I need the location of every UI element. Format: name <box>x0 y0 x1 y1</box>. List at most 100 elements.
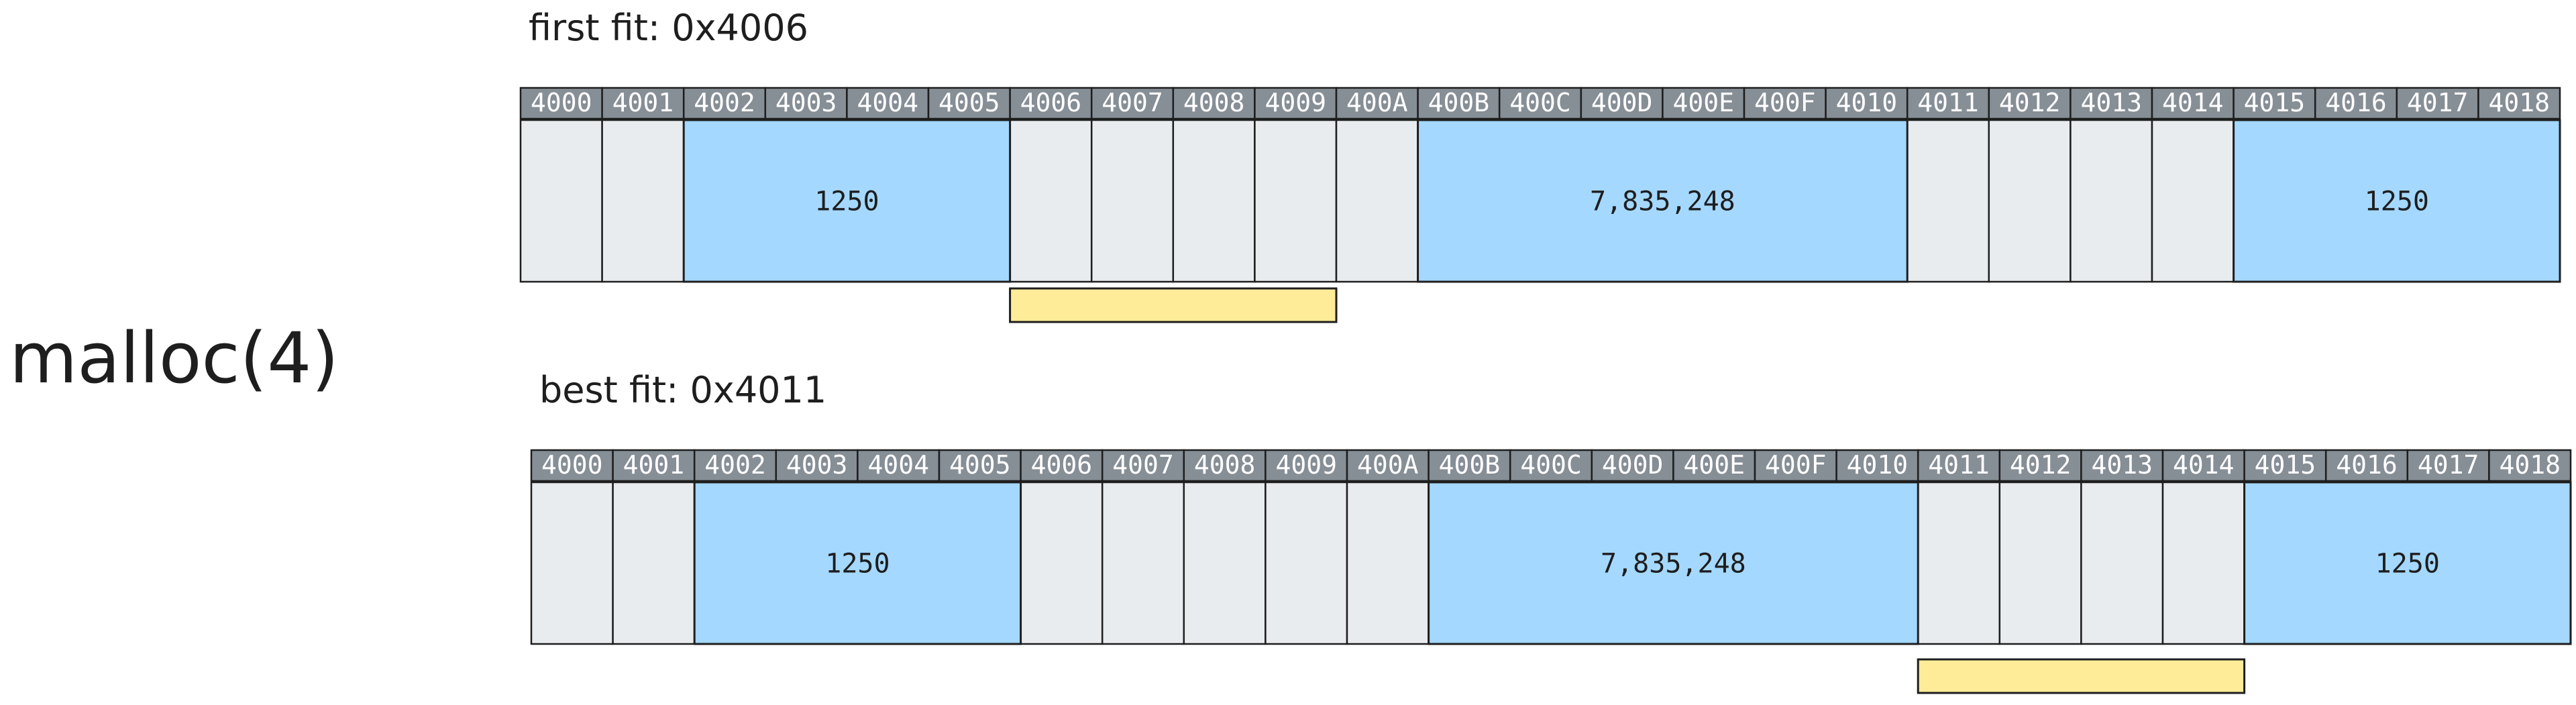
free-memory-cell <box>1020 481 1104 645</box>
address-label: 4013 <box>2091 450 2153 480</box>
address-header-cell <box>1498 87 1582 120</box>
free-memory-cell <box>1917 481 2001 645</box>
address-header-cell <box>1417 87 1501 120</box>
address-header-cell <box>1917 449 2001 482</box>
address-header-cell <box>1101 449 1185 482</box>
address-label: 400C <box>1520 450 1582 480</box>
allocated-block <box>693 481 1022 645</box>
address-header-cell <box>2488 449 2572 482</box>
address-header-cell <box>1428 449 1511 482</box>
allocation-marker <box>1917 658 2246 694</box>
address-label: 4016 <box>2336 450 2398 480</box>
address-label: 4017 <box>2418 450 2479 480</box>
malloc-call-label: malloc(4) <box>9 317 339 399</box>
free-memory-cell <box>519 119 603 283</box>
address-header-cell <box>1998 449 2082 482</box>
allocated-block-label: 1250 <box>2365 186 2429 217</box>
address-header-cell <box>601 87 685 120</box>
address-header-cell <box>1009 87 1093 120</box>
address-header-cell <box>2243 449 2327 482</box>
address-header-cell <box>1825 87 1909 120</box>
address-header-cell <box>1835 449 1919 482</box>
free-memory-cell <box>601 119 685 283</box>
address-header-cell <box>693 449 777 482</box>
address-label: 400A <box>1357 450 1419 480</box>
free-memory-cell <box>1988 119 2072 283</box>
address-label: 4007 <box>1112 450 1174 480</box>
address-label: 4012 <box>2010 450 2072 480</box>
address-label: 400E <box>1683 450 1745 480</box>
free-memory-cell <box>2070 119 2153 283</box>
address-label: 4014 <box>2173 450 2235 480</box>
allocated-block <box>1417 119 1909 283</box>
allocated-block-label: 7,835,248 <box>1601 549 1746 580</box>
address-header-cell <box>2324 449 2409 482</box>
address-label: 4010 <box>1847 450 1909 480</box>
address-header-cell <box>1988 87 2072 120</box>
free-memory-cell <box>612 481 696 645</box>
address-label: 4004 <box>867 450 929 480</box>
address-label: 4006 <box>1020 88 1082 117</box>
address-header-cell <box>1743 87 1827 120</box>
allocated-block <box>682 119 1012 283</box>
allocated-block <box>2233 119 2561 283</box>
address-label: 4009 <box>1265 88 1326 117</box>
address-label: 400E <box>1672 88 1734 117</box>
address-label: 4004 <box>857 88 918 117</box>
address-label: 400B <box>1439 450 1501 480</box>
address-label: 4011 <box>1928 450 1990 480</box>
address-label: 4016 <box>2325 88 2387 117</box>
address-header-cell <box>1254 87 1338 120</box>
address-label: 4000 <box>531 88 592 117</box>
address-header-cell <box>1172 87 1256 120</box>
free-memory-cell <box>1254 119 1338 283</box>
free-memory-cell <box>1090 119 1175 283</box>
address-label: 4010 <box>1836 88 1898 117</box>
address-label: 4007 <box>1102 88 1163 117</box>
free-memory-cell <box>530 481 614 645</box>
address-header-cell <box>2070 87 2153 120</box>
address-label: 400D <box>1591 88 1653 117</box>
address-label: 4001 <box>623 450 685 480</box>
address-header-cell <box>1591 449 1674 482</box>
address-label: 4008 <box>1183 88 1245 117</box>
free-memory-cell <box>1906 119 1990 283</box>
address-label: 4015 <box>2244 88 2306 117</box>
address-label: 4015 <box>2255 450 2316 480</box>
address-header-cell <box>682 87 767 120</box>
address-header-cell <box>846 87 930 120</box>
free-memory-cell <box>1346 481 1430 645</box>
free-memory-cell <box>1172 119 1256 283</box>
address-header-cell <box>2233 87 2316 120</box>
address-label: 4000 <box>541 450 603 480</box>
address-label: 400A <box>1346 88 1408 117</box>
address-label: 400B <box>1428 88 1490 117</box>
address-label: 4014 <box>2162 88 2224 117</box>
free-memory-cell <box>2161 481 2245 645</box>
allocated-block-label: 1250 <box>825 549 890 580</box>
address-header-cell <box>1020 449 1104 482</box>
address-label: 4018 <box>2488 88 2550 117</box>
address-label: 4008 <box>1194 450 1256 480</box>
address-label: 4005 <box>938 88 1000 117</box>
allocated-block-label: 1250 <box>814 186 879 217</box>
best-fit-title: best fit: 0x4011 <box>539 369 826 411</box>
free-memory-cell <box>1009 119 1093 283</box>
address-label: 4003 <box>775 88 837 117</box>
address-label: 4003 <box>786 450 848 480</box>
free-memory-cell <box>2151 119 2235 283</box>
address-header-cell <box>927 87 1011 120</box>
address-header-cell <box>2151 87 2235 120</box>
address-label: 4001 <box>612 88 674 117</box>
address-header-cell <box>1090 87 1175 120</box>
best-fit-row: best fit: 0x4011 4000 4001 4002 4003 4004 400… <box>530 369 2572 694</box>
address-header-cell <box>1183 449 1267 482</box>
free-memory-cell <box>1183 481 1267 645</box>
address-label: 4002 <box>704 450 766 480</box>
address-header-cell <box>530 449 614 482</box>
free-memory-cell <box>1265 481 1348 645</box>
address-header-cell <box>1580 87 1664 120</box>
address-label: 4005 <box>949 450 1011 480</box>
